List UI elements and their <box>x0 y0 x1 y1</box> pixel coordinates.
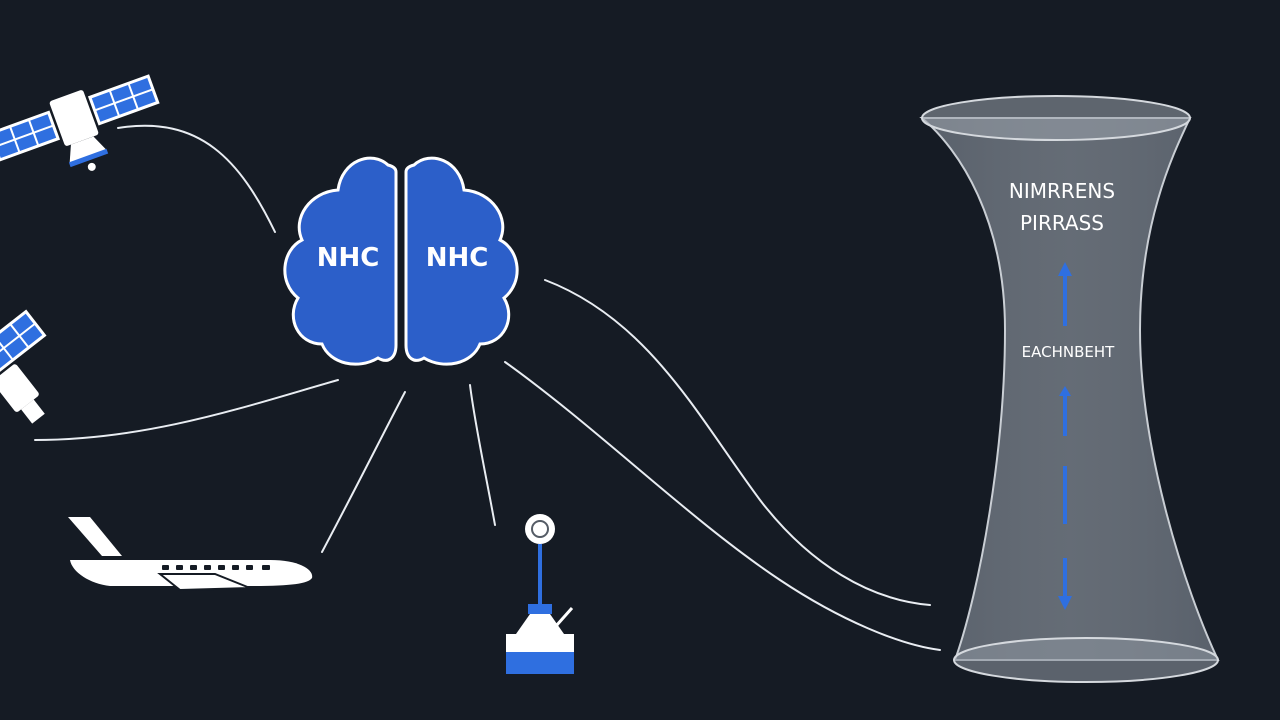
weather-balloon-station-icon <box>506 514 574 674</box>
airplane-tail <box>68 517 122 556</box>
cylinder-top-rim <box>921 95 1191 141</box>
station-base-top <box>516 614 564 634</box>
brain-right-label: NHC <box>426 243 489 273</box>
satellite-icon <box>0 74 160 171</box>
airplane-windows <box>162 565 270 570</box>
connector-satellite-top-to-brain <box>117 124 276 233</box>
connector-station-to-brain <box>469 384 496 526</box>
airplane-icon <box>68 517 313 592</box>
cylinder-title-line2: PIRRASS <box>1020 211 1104 235</box>
connector-satellite-mid-to-brain <box>34 379 339 441</box>
connector-airplane-to-brain <box>321 391 406 553</box>
hourglass-cylinder-icon: NIMRRENS PIRRASS EACHNBEHT <box>919 95 1220 683</box>
brain-left-hemisphere <box>283 156 398 366</box>
cylinder-bottom-rim <box>953 637 1219 683</box>
connector-lines <box>34 124 941 651</box>
cylinder-middle-label: EACHNBEHT <box>1022 343 1115 361</box>
cylinder-title-line1: NIMRRENS <box>1009 179 1115 203</box>
connector-brain-to-cylinder-lower <box>504 361 941 651</box>
satellite-body <box>49 90 99 146</box>
airplane-wing <box>157 573 251 592</box>
weather-balloon <box>525 514 555 544</box>
brain-left-label: NHC <box>317 243 380 273</box>
cylinder-arrows <box>1058 262 1072 610</box>
brain-icon: NHC NHC <box>283 156 519 366</box>
satellite-icon <box>0 309 47 424</box>
satellite-dish <box>69 136 108 165</box>
brain-right-hemisphere <box>404 156 519 366</box>
connector-brain-to-cylinder-upper <box>544 279 931 606</box>
